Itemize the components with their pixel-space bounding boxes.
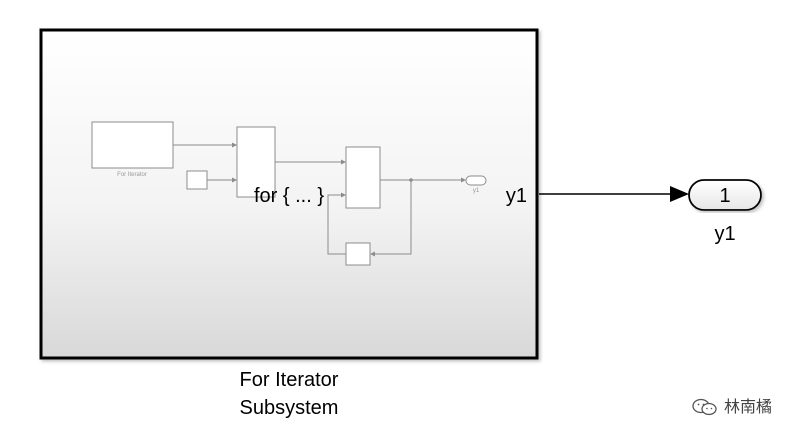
inner-outport (465, 175, 487, 186)
inner-delay-block (345, 242, 371, 266)
subsystem-name-line2: Subsystem (240, 397, 339, 419)
wechat-icon (692, 398, 717, 416)
subsystem-name-line1: For Iterator (240, 369, 339, 391)
inner-line-feedback-down (374, 180, 412, 255)
watermark: 林南橘 (692, 398, 772, 416)
inner-for-iterator-label: For Iterator (117, 172, 147, 178)
signal-arrowhead (670, 186, 689, 202)
inner-line-feedback-up (327, 194, 346, 255)
outport-block[interactable]: 1 (688, 179, 762, 211)
inner-sum-block (236, 126, 276, 198)
inner-for-iterator-block (91, 121, 174, 169)
outport-label: y1 (714, 223, 735, 245)
inner-outport-label: y1 (473, 188, 480, 194)
inner-constant-block (186, 170, 208, 190)
subsystem-output-port-label: y1 (506, 185, 527, 207)
subsystem-inner-preview: For Iterator y1 (91, 121, 487, 266)
subsystem-body[interactable] (39, 28, 539, 360)
inner-product-block (345, 146, 381, 209)
inner-arrowhead (461, 177, 466, 183)
outport-body[interactable] (688, 179, 762, 211)
watermark-text: 林南橘 (723, 397, 772, 416)
outport-number: 1 (719, 185, 730, 207)
inner-arrowhead (232, 142, 237, 148)
subsystem-center-label: for { ... } (254, 185, 324, 207)
for-iterator-subsystem-block[interactable]: For Iterator y1 (39, 28, 539, 360)
inner-arrowhead (341, 159, 346, 165)
inner-arrowhead (232, 177, 237, 183)
inner-arrowhead (370, 251, 375, 257)
inner-arrowhead (341, 192, 346, 198)
